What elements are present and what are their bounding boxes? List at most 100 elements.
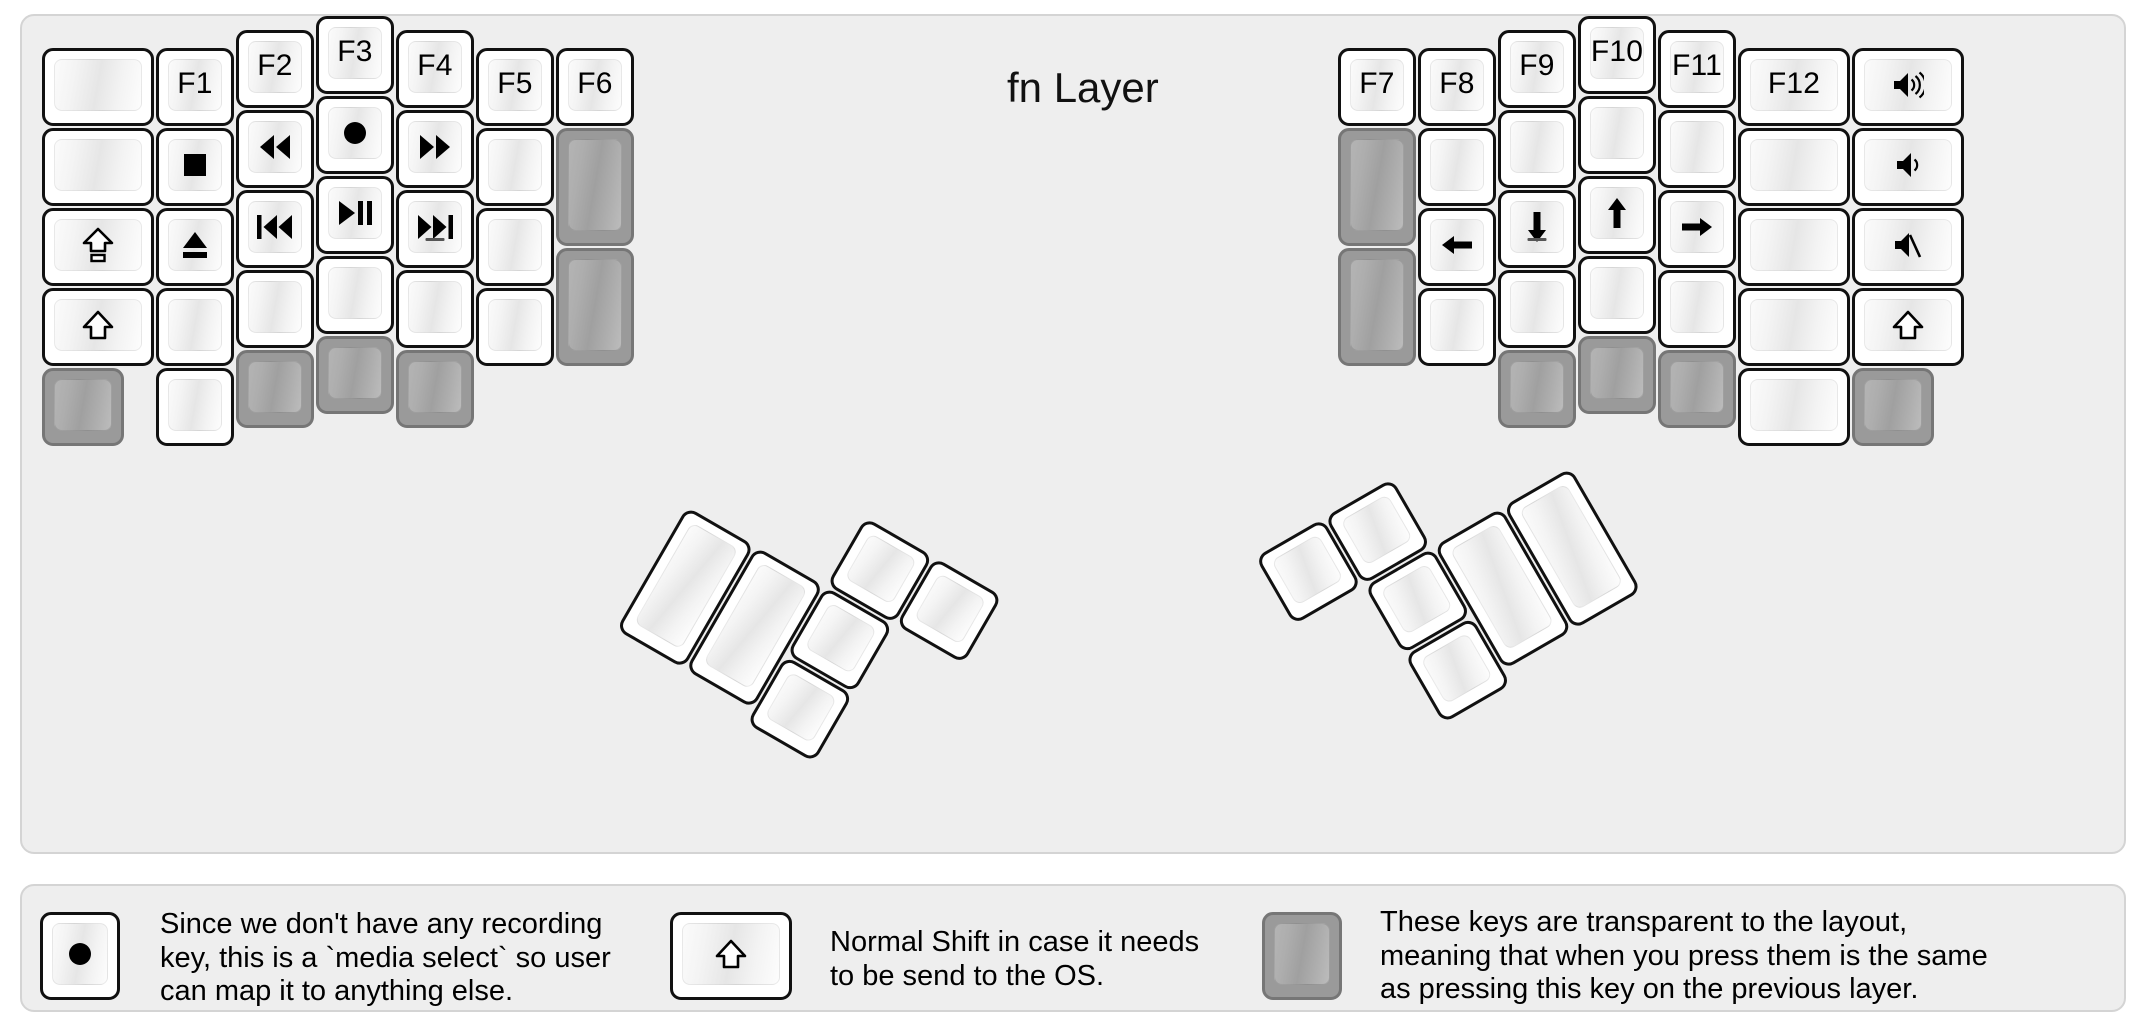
keycap-surface	[1670, 281, 1724, 333]
key-left-c4-r0[interactable]: F4	[396, 30, 474, 108]
keycap-surface	[248, 361, 302, 413]
key-left-c4-r4[interactable]	[396, 350, 474, 428]
key-right-c2-r1[interactable]	[1498, 110, 1576, 188]
keycap-surface	[248, 201, 302, 253]
prev-track-icon	[256, 213, 294, 241]
keycap-surface	[1590, 107, 1644, 159]
key-left-c1-r0[interactable]: F1	[156, 48, 234, 126]
key-right-c2-r2[interactable]	[1498, 190, 1576, 268]
key-right-c2-r3[interactable]	[1498, 270, 1576, 348]
volume-down-icon	[1895, 150, 1921, 180]
key-left-c5-r2[interactable]	[476, 208, 554, 286]
key-left-c6-r1[interactable]	[556, 128, 634, 246]
key-right-c6-r2[interactable]	[1852, 208, 1964, 286]
key-right-c1-r2[interactable]	[1418, 208, 1496, 286]
shift-icon	[82, 310, 114, 341]
keycap-surface	[328, 267, 382, 319]
key-right-c6-r3[interactable]	[1852, 288, 1964, 366]
key-right-c4-r0[interactable]: F11	[1658, 30, 1736, 108]
key-label: F9	[1519, 49, 1555, 82]
key-left-c5-r1[interactable]	[476, 128, 554, 206]
key-right-c3-r2[interactable]	[1578, 176, 1656, 254]
key-left-c0-r3[interactable]	[42, 288, 154, 366]
key-left-c0-r0[interactable]	[42, 48, 154, 126]
key-left-c5-r0[interactable]: F5	[476, 48, 554, 126]
key-left-c5-r3[interactable]	[476, 288, 554, 366]
key-right-c3-r3[interactable]	[1578, 256, 1656, 334]
shift-icon	[715, 939, 747, 970]
key-right-c2-r0[interactable]: F9	[1498, 30, 1576, 108]
key-right-c3-r1[interactable]	[1578, 96, 1656, 174]
key-left-c1-r3[interactable]	[156, 288, 234, 366]
key-right-c3-r0[interactable]: F10	[1578, 16, 1656, 94]
key-left-c6-r2[interactable]	[556, 248, 634, 366]
key-left-c1-r4[interactable]	[156, 368, 234, 446]
keycap-surface	[1670, 361, 1724, 413]
volume-mute-icon	[1893, 230, 1923, 260]
key-left-c0-r4[interactable]	[42, 368, 124, 446]
key-right-c1-r3[interactable]	[1418, 288, 1496, 366]
stop-icon	[180, 150, 210, 180]
key-left-c3-r2[interactable]	[316, 176, 394, 254]
key-left-c3-r0[interactable]: F3	[316, 16, 394, 94]
legend-text-1: Normal Shift in case it needs to be send…	[830, 926, 1200, 992]
key-right-c5-r4[interactable]	[1738, 368, 1850, 446]
key-right-c6-r4[interactable]	[1852, 368, 1934, 446]
key-right-c5-r1[interactable]	[1738, 128, 1850, 206]
key-right-c0-r0[interactable]: F7	[1338, 48, 1416, 126]
key-label: F10	[1590, 35, 1644, 68]
key-left-c2-r0[interactable]: F2	[236, 30, 314, 108]
key-left-c4-r3[interactable]	[396, 270, 474, 348]
keycap-surface	[54, 219, 142, 271]
key-left-c3-r4[interactable]	[316, 336, 394, 414]
key-right-c2-r4[interactable]	[1498, 350, 1576, 428]
key-right-c5-r2[interactable]	[1738, 208, 1850, 286]
keycap-surface	[1864, 139, 1952, 191]
key-left-c3-r3[interactable]	[316, 256, 394, 334]
key-left-c6-r0[interactable]: F6	[556, 48, 634, 126]
keycap-surface: F7	[1350, 59, 1404, 111]
key-left-c3-r1[interactable]	[316, 96, 394, 174]
key-left-c4-r1[interactable]	[396, 110, 474, 188]
key-right-c4-r4[interactable]	[1658, 350, 1736, 428]
key-label: F5	[497, 67, 533, 100]
next-track-icon	[416, 213, 454, 241]
key-left-c0-r2[interactable]	[42, 208, 154, 286]
key-left-c2-r3[interactable]	[236, 270, 314, 348]
keycap-surface: F1	[168, 59, 222, 111]
keycap-surface	[1590, 267, 1644, 319]
key-right-c1-r0[interactable]: F8	[1418, 48, 1496, 126]
keycap-surface	[168, 379, 222, 431]
arrow-down-icon	[1523, 210, 1551, 244]
key-right-c5-r3[interactable]	[1738, 288, 1850, 366]
key-right-c4-r3[interactable]	[1658, 270, 1736, 348]
legend-key-1[interactable]	[670, 912, 792, 1000]
key-left-c2-r1[interactable]	[236, 110, 314, 188]
key-left-c2-r2[interactable]	[236, 190, 314, 268]
legend-key-2[interactable]	[1262, 912, 1342, 1000]
key-right-c3-r4[interactable]	[1578, 336, 1656, 414]
keycap-surface	[1864, 59, 1952, 111]
keycap-surface	[168, 139, 222, 191]
keycap-surface: F6	[568, 59, 622, 111]
key-left-c4-r2[interactable]	[396, 190, 474, 268]
play-pause-icon	[337, 199, 374, 227]
key-right-c6-r1[interactable]	[1852, 128, 1964, 206]
key-left-c2-r4[interactable]	[236, 350, 314, 428]
key-right-c4-r2[interactable]	[1658, 190, 1736, 268]
key-right-c5-r0[interactable]: F12	[1738, 48, 1850, 126]
key-right-c0-r2[interactable]	[1338, 248, 1416, 366]
keycap-surface	[1750, 299, 1838, 351]
keycap-surface	[408, 281, 462, 333]
key-right-c4-r1[interactable]	[1658, 110, 1736, 188]
key-left-c0-r1[interactable]	[42, 128, 154, 206]
legend-key-0[interactable]	[40, 912, 120, 1000]
key-left-c1-r2[interactable]	[156, 208, 234, 286]
key-right-c6-r0[interactable]	[1852, 48, 1964, 126]
key-left-c1-r1[interactable]	[156, 128, 234, 206]
key-right-c1-r1[interactable]	[1418, 128, 1496, 206]
keycap-surface: F11	[1670, 41, 1724, 93]
key-right-c0-r1[interactable]	[1338, 128, 1416, 246]
